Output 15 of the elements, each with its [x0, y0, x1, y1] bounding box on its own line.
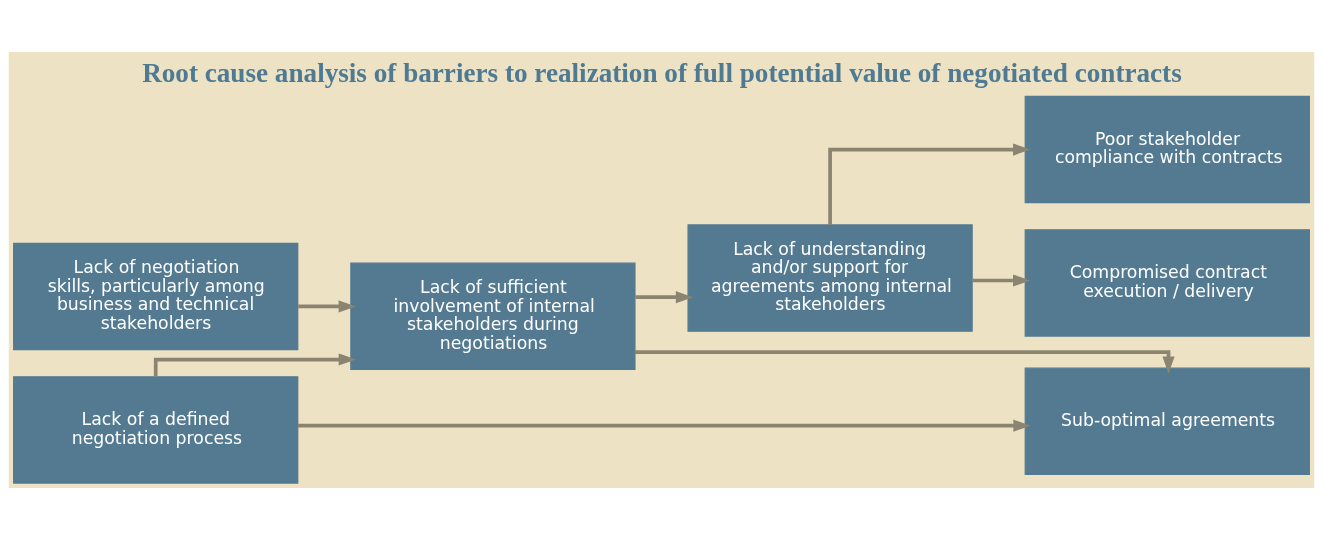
node-box: Lack of sufficient involvement of internal stakeholders during negotiations [350, 262, 636, 370]
arrow [153, 352, 356, 377]
node-box: Lack of a defined negotiation process [13, 375, 299, 484]
arrow [828, 143, 1031, 225]
arrow [972, 273, 1031, 287]
node-box: Lack of understanding and/or support for agreements among internal stakeholders [687, 223, 973, 332]
node-box: Sub-optimal agreements [1024, 367, 1310, 475]
diagram-title: Root cause analysis of barriers to realization of full potential value of negotiated contracts [142, 57, 1182, 88]
arrow [297, 419, 1031, 432]
arrow [634, 349, 1175, 374]
arrow [298, 299, 356, 312]
arrow [635, 290, 694, 303]
node-box: Poor stakeholder compliance with contracts [1024, 95, 1310, 203]
node-box: Compromised contract execution / delivery [1024, 228, 1310, 337]
node-box: Lack of negotiation skills, particularly among business and technical stakeholders [13, 242, 299, 350]
